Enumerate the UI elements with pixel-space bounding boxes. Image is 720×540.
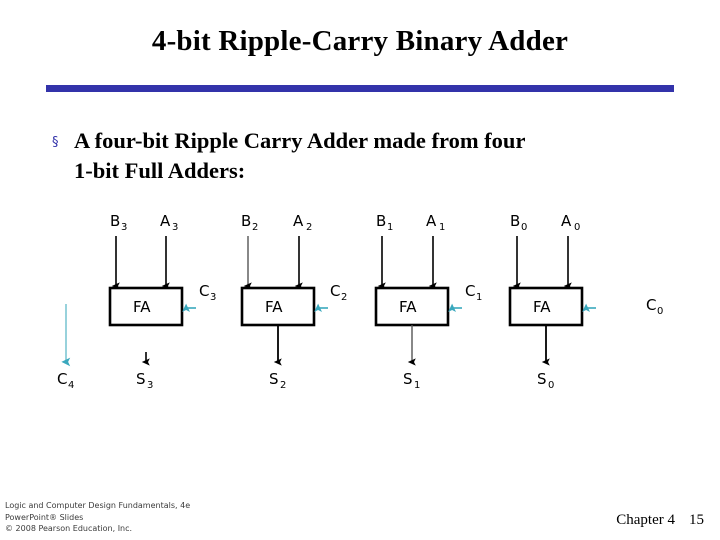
- label-S2: S: [269, 370, 279, 388]
- ripple-carry-adder-diagram: B 3 A 3 FA S 3 C 3 B 2 A 2 FA S 2 C 2 B …: [0, 200, 720, 410]
- label-B0: B: [510, 212, 520, 230]
- label-A0: A: [561, 212, 572, 230]
- full-adder-stage-3: B 3 A 3 FA S 3 C 3: [108, 212, 216, 391]
- fa3-block: [108, 286, 184, 327]
- label-S0-subscript: 0: [548, 380, 554, 391]
- label-S3: S: [136, 370, 146, 388]
- label-B2: B: [241, 212, 251, 230]
- label-A1-subscript: 1: [439, 222, 445, 233]
- label-S2-subscript: 2: [280, 380, 286, 391]
- label-A2-subscript: 2: [306, 222, 312, 233]
- full-adder-stage-0: B 0 A 0 FA S 0 C 0: [508, 212, 663, 391]
- full-adder-stage-2: B 2 A 2 FA S 2 C 2: [240, 212, 347, 391]
- label-S1: S: [403, 370, 413, 388]
- label-S1-subscript: 1: [414, 380, 420, 391]
- label-B1-subscript: 1: [387, 222, 393, 233]
- label-C3-subscript: 3: [210, 292, 216, 303]
- footer-page-number: 15: [689, 512, 704, 528]
- label-A3-subscript: 3: [172, 222, 178, 233]
- label-C1-subscript: 1: [476, 292, 482, 303]
- label-C0: C: [646, 296, 656, 314]
- full-adder-stage-1: B 1 A 1 FA S 1 C 1: [374, 212, 482, 391]
- footer-page-info: Chapter 4 15: [616, 512, 704, 529]
- label-C2: C: [330, 282, 340, 300]
- square-bullet-icon: §: [52, 135, 59, 150]
- label-B2-subscript: 2: [252, 222, 258, 233]
- bullet-list: § A four-bit Ripple Carry Adder made fro…: [52, 126, 672, 186]
- label-C2-subscript: 2: [341, 292, 347, 303]
- label-B1: B: [376, 212, 386, 230]
- label-A2: A: [293, 212, 304, 230]
- label-B0-subscript: 0: [521, 222, 527, 233]
- fa2-block: [240, 286, 316, 327]
- label-C4: C: [57, 370, 67, 388]
- label-B3: B: [110, 212, 120, 230]
- footer-chapter-label: Chapter 4: [616, 512, 675, 528]
- fa0-block-label: FA: [533, 298, 551, 316]
- label-S0: S: [537, 370, 547, 388]
- label-S3-subscript: 3: [147, 380, 153, 391]
- bullet-item-text: A four-bit Ripple Carry Adder made from …: [74, 128, 526, 183]
- fa2-block-label: FA: [265, 298, 283, 316]
- label-C3: C: [199, 282, 209, 300]
- page-title: 4-bit Ripple-Carry Binary Adder: [151, 25, 569, 57]
- label-C0-subscript: 0: [657, 306, 663, 317]
- fa0-block: [508, 286, 584, 327]
- label-B3-subscript: 3: [121, 222, 127, 233]
- label-A1: A: [426, 212, 437, 230]
- label-A0-subscript: 0: [574, 222, 580, 233]
- list-item: § A four-bit Ripple Carry Adder made fro…: [52, 126, 672, 186]
- fa3-block-label: FA: [133, 298, 151, 316]
- label-C4-subscript: 4: [68, 380, 74, 391]
- carry-out-path: C 4: [57, 304, 74, 391]
- fa1-block-label: FA: [399, 298, 417, 316]
- footer-credit: Logic and Computer Design Fundamentals, …: [5, 501, 191, 533]
- label-A3: A: [160, 212, 171, 230]
- label-C1: C: [465, 282, 475, 300]
- title-divider-rule: [46, 85, 674, 92]
